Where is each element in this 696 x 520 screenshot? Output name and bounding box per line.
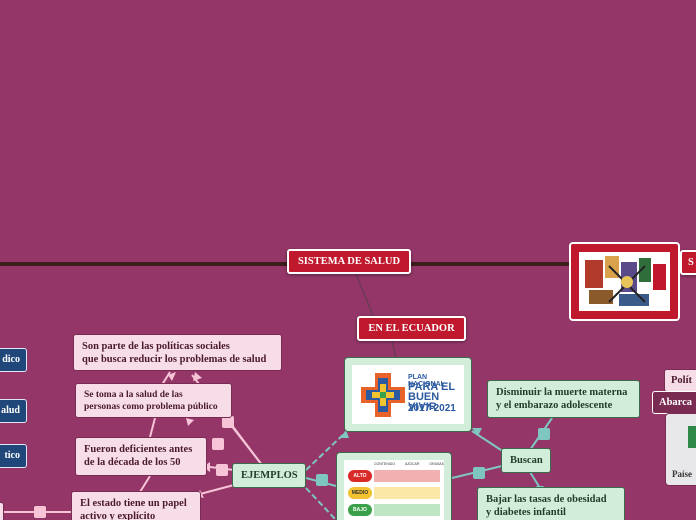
plan-years: 2017-2021 [408, 403, 456, 414]
en-ecuador-node[interactable]: EN EL ECUADOR [357, 316, 466, 341]
buscan-node[interactable]: Buscan [501, 448, 551, 473]
ejemplos-node[interactable]: EJEMPLOS [232, 463, 306, 488]
semaforo-row-label-low: BAJO [348, 504, 372, 516]
connector-square [34, 506, 46, 518]
connector-square [222, 416, 234, 428]
line-ejemplos-lower [305, 487, 337, 520]
connector-square [473, 467, 485, 479]
sistema-salud-node[interactable]: SISTEMA DE SALUD [287, 249, 411, 274]
connector-square [212, 438, 224, 450]
sistema-right-partial-node[interactable]: S [680, 250, 696, 275]
left-partial-pink-node[interactable] [0, 502, 4, 520]
image-node-plan-nacional[interactable]: PLAN NACIONAL PARA EL BUEN VIVIR 2017-20… [344, 357, 472, 432]
semaforo-header-row: CONTENIDO AZÚCAR GRASAS [374, 462, 444, 466]
connector-square [216, 464, 228, 476]
arrow-plan [340, 430, 349, 438]
papel-activo-node[interactable]: El estado tiene un papel activo y explíc… [71, 491, 201, 520]
left-tab-3[interactable]: tico [0, 444, 27, 468]
arrow-buscan-plan [472, 428, 482, 436]
line-sistema-ecuador [355, 273, 375, 319]
line-ejemplos-se-toma [227, 419, 263, 466]
arrow-se-toma [186, 418, 194, 426]
paises-image-graphic [688, 426, 696, 448]
plan-title-line2: PARA EL BUEN VIVIR [408, 381, 456, 413]
line-ejemplos-plan [305, 431, 347, 471]
se-toma-node[interactable]: Se toma a la salud de las personas como … [75, 383, 232, 418]
semaforo-row-bar-high [374, 470, 440, 482]
semaforo-row-bar-medium [374, 487, 440, 499]
line-deficientes-se-toma [149, 417, 156, 438]
chakana-logo-icon [361, 373, 405, 417]
semaforo-header: GRASAS [429, 462, 444, 466]
mortalidad-node[interactable]: Disminuir la muerte materna y el embaraz… [487, 380, 640, 418]
abarca-partial-node[interactable]: Abarca [652, 391, 696, 414]
left-tab-1[interactable]: dico [0, 348, 27, 372]
semaforo-table: CONTENIDO AZÚCAR GRASAS ALTO MEDIO BAJO [344, 460, 444, 520]
deficientes-node[interactable]: Fueron deficientes antes de la década de… [75, 437, 207, 476]
line-ecuador-plan [391, 340, 397, 359]
line-ejemplos-papel [199, 484, 235, 495]
obesidad-node[interactable]: Bajar las tasas de obesidad y diabetes i… [477, 487, 625, 520]
semaforo-header: AZÚCAR [405, 462, 420, 466]
image-node-semaforo[interactable]: CONTENIDO AZÚCAR GRASAS ALTO MEDIO BAJO [336, 452, 452, 520]
semaforo-row-label-high: ALTO [348, 470, 372, 482]
line-papel-deficientes [139, 475, 151, 493]
left-tab-2[interactable]: alud [0, 399, 27, 423]
plan-title-line1: PLAN NACIONAL [408, 374, 445, 388]
semaforo-header: CONTENIDO [374, 462, 395, 466]
semaforo-row-bar-low [374, 504, 440, 516]
line-buscan-obesidad [529, 471, 541, 489]
image-node-collage[interactable] [569, 242, 680, 321]
politica-partial-node[interactable]: Polít [664, 369, 696, 392]
parte-politicas-node[interactable]: Son parte de las políticas sociales que … [73, 334, 282, 371]
semaforo-row-label-medium: MEDIO [348, 487, 372, 499]
arrow-parte [168, 372, 176, 381]
arrow-parte-2 [193, 372, 202, 381]
paises-partial-label: Paíse [672, 469, 692, 479]
plan-nacional-logo-card: PLAN NACIONAL PARA EL BUEN VIVIR 2017-20… [352, 365, 464, 424]
paises-partial-image-node[interactable]: Paíse [665, 413, 696, 486]
connector-square [316, 474, 328, 486]
collage-illustration [579, 252, 670, 311]
connector-square [538, 428, 550, 440]
